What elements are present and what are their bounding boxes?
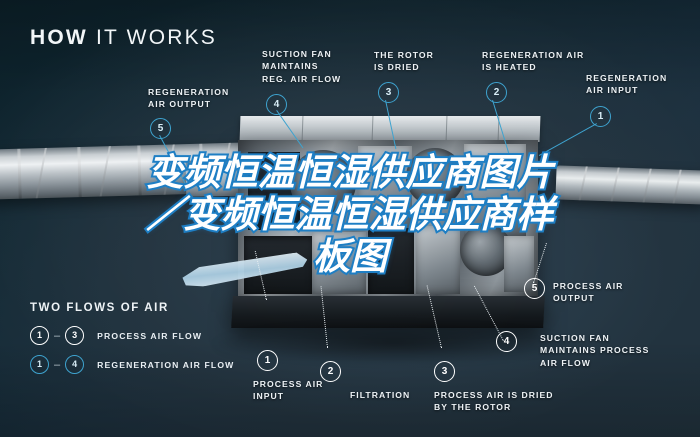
legend-label-regeneration-air-flow: REGENERATION AIR FLOW [97,359,235,370]
callout-process-air-input: PROCESS AIR INPUT [253,379,324,402]
marker-filtration[interactable]: 2 [320,361,341,382]
callout-process-air-output: PROCESS AIR OUTPUT [553,281,624,304]
marker-process-air-input[interactable]: 1 [257,350,278,371]
callout-filtration: FILTRATION [350,390,411,400]
callout-process-air-dried: PROCESS AIR IS DRIED BY THE ROTOR [434,390,554,413]
marker-regeneration-air-input[interactable]: 1 [590,106,611,127]
watermark-line-2: ／变频恒温恒湿供应商样 [145,191,556,237]
marker-process-air-output[interactable]: 5 [524,278,545,299]
legend-marker-to-3: 3 [65,326,85,345]
watermark-line-1: 变频恒温恒湿供应商图片 [145,149,556,195]
page-title-rest: IT WORKS [87,26,218,49]
callout-regeneration-air-input: REGENERATION AIR INPUT [586,73,668,96]
callout-suction-fan-process: SUCTION FAN MAINTAINS PROCESS AIR FLOW [540,333,650,368]
watermark-overlay-text: 变频恒温恒湿供应商图片 ／变频恒温恒湿供应商样 板图 [0,149,700,280]
legend-marker-to-4: 4 [65,355,85,374]
legend-marker-from-1: 1 [30,326,49,345]
legend-title: TWO FLOWS OF AIR [30,302,169,314]
callout-regeneration-air-heated: REGENERATION AIR IS HEATED [482,50,585,73]
marker-regeneration-air-output[interactable]: 5 [150,118,171,139]
callout-suction-fan-reg: SUCTION FAN MAINTAINS REG. AIR FLOW [262,49,342,84]
watermark-line-3: 板图 [311,234,389,280]
marker-rotor-is-dried[interactable]: 3 [378,82,399,103]
callout-regeneration-air-output: REGENERATION AIR OUTPUT [148,87,230,110]
desiccant-machine-unit [231,116,550,332]
page-title: HOW IT WORKS [30,26,217,50]
marker-suction-fan-reg[interactable]: 4 [266,94,287,115]
legend-marker-from-1-blue: 1 [30,355,49,374]
legend-row-regeneration-air[interactable]: 1 – 4 REGENERATION AIR FLOW [30,355,234,374]
legend-label-process-air-flow: PROCESS AIR FLOW [97,330,203,341]
legend-dash: – [54,329,61,342]
legend-dash-blue: – [54,358,61,371]
callout-rotor-is-dried: THE ROTOR IS DRIED [374,50,434,73]
marker-regeneration-air-heated[interactable]: 2 [486,82,507,103]
legend: TWO FLOWS OF AIR 1 – 3 PROCESS AIR FLOW … [30,302,234,384]
machine-body [238,140,538,304]
legend-row-process-air[interactable]: 1 – 3 PROCESS AIR FLOW [30,326,234,345]
marker-suction-fan-process[interactable]: 4 [496,331,517,352]
page-title-bold: HOW [30,26,88,49]
marker-process-air-dried[interactable]: 3 [434,361,455,382]
